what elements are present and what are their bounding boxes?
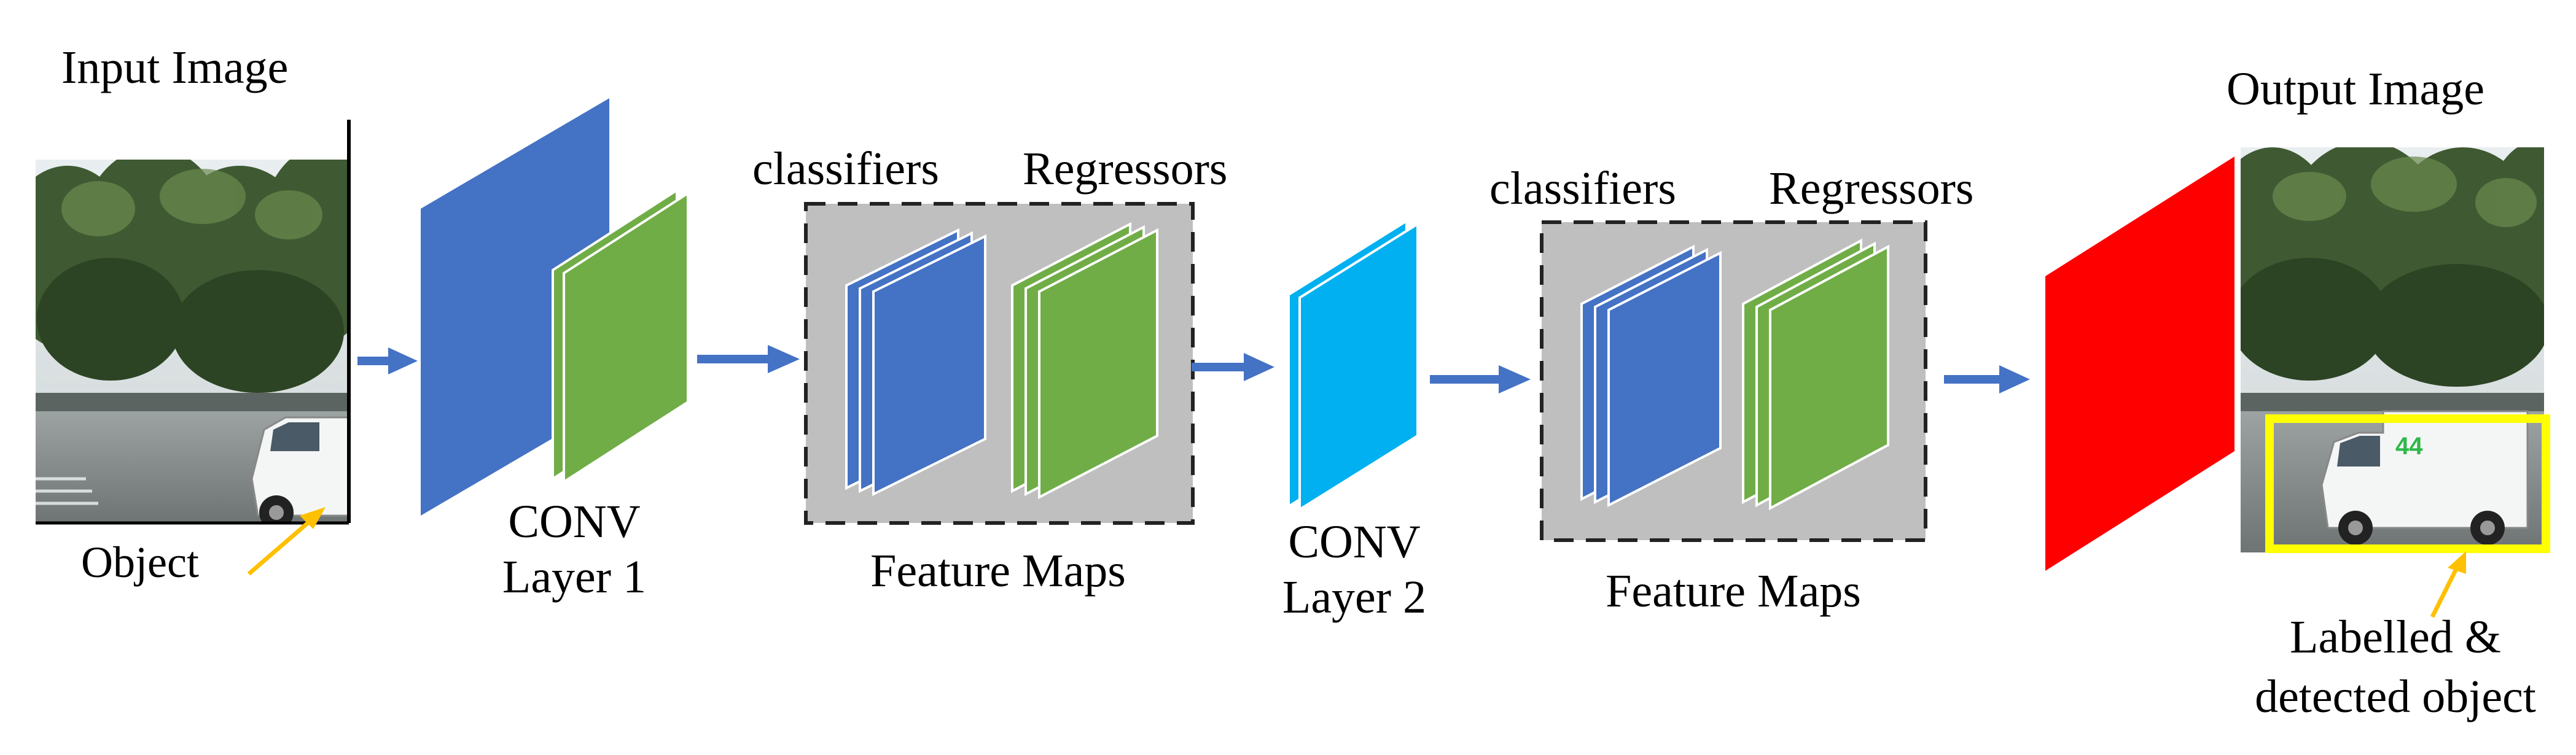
feature-maps-label-2: Feature Maps xyxy=(1606,565,1861,617)
flow-arrow-1 xyxy=(357,347,418,374)
feature-maps-label-1: Feature Maps xyxy=(870,545,1126,597)
flow-arrow-3 xyxy=(1192,353,1274,381)
svg-text:44: 44 xyxy=(2395,433,2423,460)
output-image-title: Output Image xyxy=(2227,63,2484,115)
conv-layer-2-sheets xyxy=(1287,219,1419,512)
flow-arrow-5 xyxy=(1944,365,2030,393)
regressor-maps-2 xyxy=(1742,238,1889,511)
regressor-maps-1 xyxy=(1011,222,1158,500)
output-layer-red-sheet xyxy=(2045,157,2234,571)
flow-arrow-2 xyxy=(697,345,800,373)
conv-layer-1-label-line1: CONV xyxy=(508,496,640,548)
detected-object-label-line2: detected object xyxy=(2255,671,2536,722)
regressors-label-1: Regressors xyxy=(1023,143,1228,195)
detection-bounding-box xyxy=(2265,414,2550,553)
classifiers-label-1: classifiers xyxy=(752,143,939,195)
conv-layer-1-green-sheets xyxy=(552,188,689,484)
input-image-title: Input Image xyxy=(61,42,288,93)
conv-layer-2-label-line1: CONV xyxy=(1288,516,1420,568)
classifier-maps-2 xyxy=(1580,244,1722,508)
regressors-label-2: Regressors xyxy=(1769,163,1974,214)
object-pointer-arrow xyxy=(247,507,326,576)
classifiers-label-2: classifiers xyxy=(1489,163,1676,214)
object-label: Object xyxy=(81,538,199,587)
conv-layer-1-label-line2: Layer 1 xyxy=(502,551,646,603)
input-image xyxy=(36,160,349,523)
detected-pointer-arrow xyxy=(2430,551,2466,618)
output-image: 44 xyxy=(2241,147,2544,552)
conv-layer-2-label-line2: Layer 2 xyxy=(1282,571,1426,623)
classifier-maps-1 xyxy=(845,228,986,497)
flow-arrow-4 xyxy=(1430,365,1531,393)
detected-object-label-line1: Labelled & xyxy=(2290,611,2501,663)
